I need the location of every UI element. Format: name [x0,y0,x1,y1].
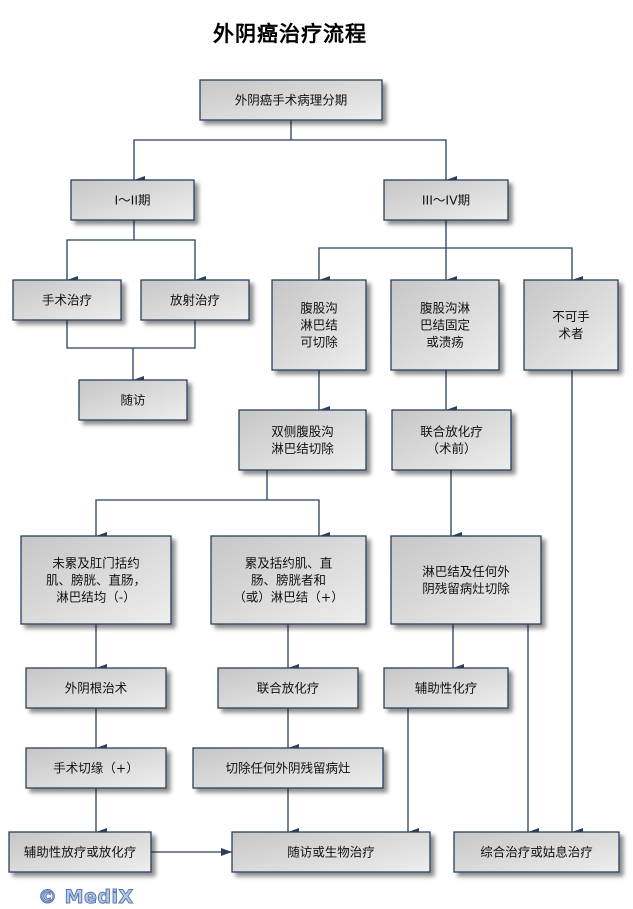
node-box [25,747,167,789]
node-label: 腹股沟淋 [420,301,471,316]
node-surgery: 手术治疗 [12,279,122,321]
node-box [199,79,383,121]
node-stage-late: III～IV期 [383,179,509,221]
node-label: 阴残留病灶切除 [422,581,510,596]
node-label: 巴结固定 [420,318,470,333]
node-label: 不可手 [552,309,590,324]
node-label: 辅助性化疗 [415,681,478,696]
node-label: 淋巴结切除 [271,441,334,456]
node-label: 双侧腹股沟 [271,424,334,439]
node-label: （或）淋巴结（+） [233,590,343,605]
node-resect-residual: 切除任何外阴残留病灶 [192,747,384,789]
node-label: 切除任何外阴残留病灶 [225,761,350,776]
node-chemoradiation: 联合放化疗 [217,667,359,709]
node-label: 随访 [120,393,145,408]
node-label: （术前） [426,441,476,456]
node-box [238,409,367,471]
node-label: 联合放化疗 [257,681,320,696]
node-box [12,279,122,321]
node-label: 肌、膀胱、直肠， [46,573,146,588]
node-label: 可切除 [300,335,338,350]
node-box [70,179,195,221]
node-chemoradiation-preop: 联合放化疗 （术前） [391,409,512,471]
edge-surgery-join [66,320,196,349]
node-box [231,831,431,873]
node-box [523,279,619,371]
node-box [390,279,500,371]
node-box [271,279,367,371]
node-label: 外阴根治术 [65,681,128,696]
node-radiotherapy: 放射治疗 [140,279,250,321]
node-adjuvant-radio-or-chemoradio: 辅助性放疗或放化疗 [8,831,152,873]
node-label: 外阴癌手术病理分期 [235,93,348,108]
node-label: 或溃疡 [426,335,464,350]
edge-root-to-late [291,139,457,184]
node-adjuvant-chemo: 辅助性化疗 [383,667,509,709]
node-label: 未累及肛门括约 [52,556,140,571]
node-box [25,667,167,709]
node-box [20,535,172,625]
node-label: 淋巴结均（-） [56,590,136,605]
edge-root-to-early [133,139,291,184]
node-label: 手术切缘（+） [53,761,138,776]
connectors [66,120,583,856]
edge-bilateral-to-involved [267,499,330,540]
edge-bilateral-to-notinvolved [95,499,267,540]
watermark-logo: © MediX [38,886,134,909]
edge-late-to-inoperable [446,247,583,284]
node-box [390,535,542,625]
node-box [391,409,512,471]
node-margin-positive: 手术切缘（+） [25,747,167,789]
node-box [210,535,367,625]
node-label: 腹股沟 [300,301,338,316]
node-box [78,379,188,421]
edge-early-to-radio [134,239,206,284]
node-label: 累及括约肌、直 [245,556,333,571]
node-followup: 随访 [78,379,188,421]
node-followup-or-biologic: 随访或生物治疗 [231,831,431,873]
node-label: 手术治疗 [42,293,92,308]
node-label: 辅助性放疗或放化疗 [24,845,137,860]
edge-early-to-surgery [66,239,134,284]
node-label: 联合放化疗 [420,424,483,439]
node-box [192,747,384,789]
node-comprehensive-or-palliative: 综合治疗或姑息治疗 [453,831,620,873]
node-box [453,831,620,873]
node-label: 放射治疗 [170,293,220,308]
node-label: 术者 [558,326,583,341]
page-title: 外阴癌治疗流程 [213,22,367,46]
node-label: 淋巴结 [300,318,338,333]
node-involved: 累及括约肌、直肠、膀胱者和 （或）淋巴结（+） [210,535,367,625]
node-label: 综合治疗或姑息治疗 [480,845,593,860]
node-radical-vulvectomy: 外阴根治术 [25,667,167,709]
node-box [383,179,509,221]
node-box [383,667,509,709]
node-label: I～II期 [114,193,150,208]
node-root: 外阴癌手术病理分期 [199,79,383,121]
node-label: 淋巴结及任何外 [422,564,510,579]
edge-late-to-resectable [318,247,446,284]
node-label: 肠、膀胱者和 [251,573,326,588]
node-label: III～IV期 [422,193,470,208]
node-box [217,667,359,709]
node-stage-early: I～II期 [70,179,195,221]
node-label: 随访或生物治疗 [287,845,375,860]
node-box [140,279,250,321]
node-box [8,831,152,873]
